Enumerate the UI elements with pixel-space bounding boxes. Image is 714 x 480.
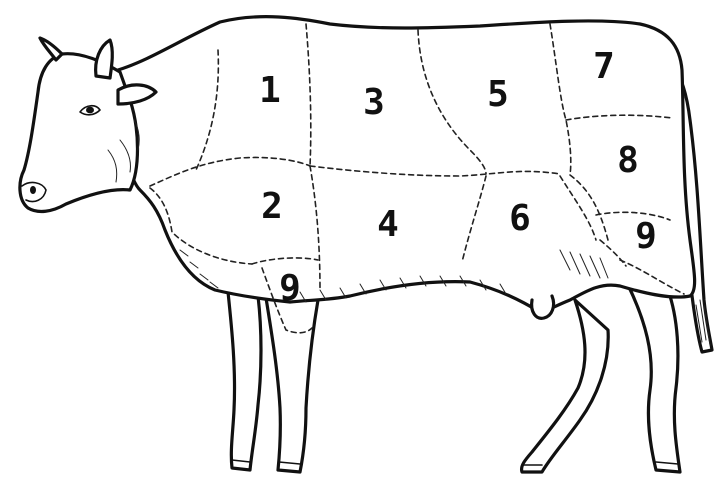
horn-far bbox=[40, 38, 62, 60]
cow-head bbox=[20, 54, 138, 212]
cut-label-2: 2 bbox=[261, 186, 283, 227]
cut-label-8: 8 bbox=[617, 140, 639, 181]
hind-far-leg bbox=[522, 300, 609, 472]
horn-near bbox=[96, 40, 113, 78]
cut-label-9-rear: 9 bbox=[635, 216, 657, 257]
hind-near-leg bbox=[628, 285, 680, 472]
cut-label-9-front: 9 bbox=[279, 268, 301, 309]
front-far-leg bbox=[228, 292, 261, 470]
cut-label-5: 5 bbox=[487, 74, 509, 115]
cut-label-6: 6 bbox=[509, 198, 531, 239]
cut-label-4: 4 bbox=[377, 204, 399, 245]
cut-label-3: 3 bbox=[363, 82, 385, 123]
cow-nostril bbox=[30, 186, 36, 194]
cow-legs bbox=[228, 285, 680, 472]
front-near-leg bbox=[266, 298, 318, 472]
cow-pupil bbox=[86, 107, 94, 114]
cut-label-7: 7 bbox=[593, 46, 615, 87]
cut-label-1: 1 bbox=[259, 70, 281, 111]
